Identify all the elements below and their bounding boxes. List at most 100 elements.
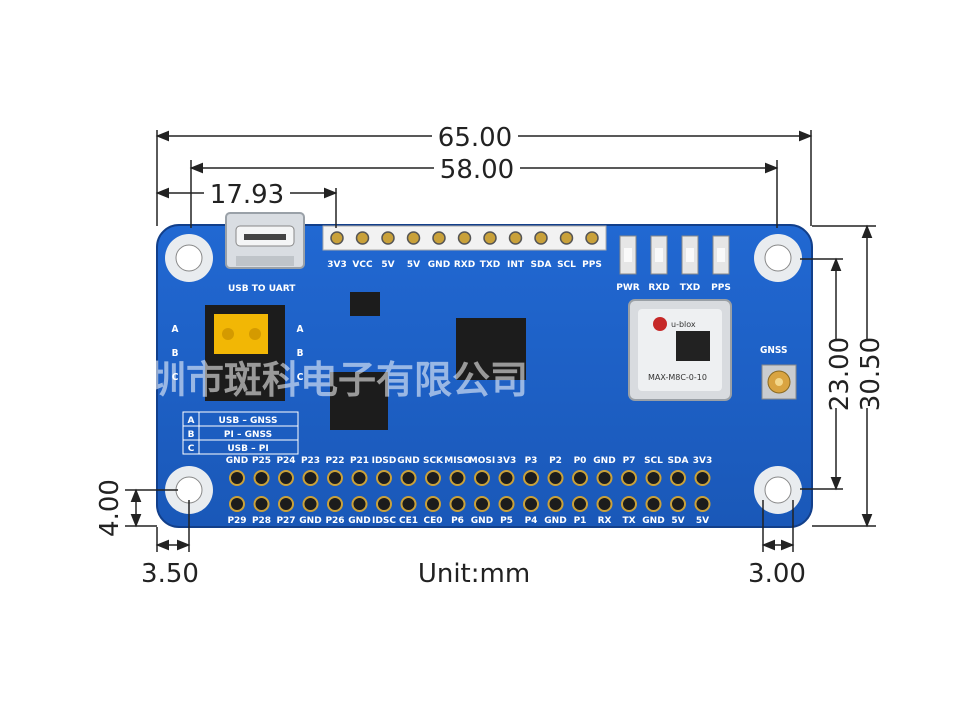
mode-table-value: USB – PI [227, 444, 268, 454]
dim-hole-spacing-width: 58.00 [440, 155, 514, 185]
mounting-hole-bottom-right [754, 466, 802, 514]
uart-chip [456, 318, 526, 380]
gpio-top-label: GND [593, 456, 615, 466]
gnss-module: u-blox MAX-M8C-0-10 [628, 299, 732, 401]
gpio-pin [621, 496, 637, 512]
dim-hole-from-left: 3.50 [141, 559, 199, 589]
gpio-bottom-label: 5V [696, 516, 709, 526]
usb-label: USB TO UART [228, 284, 296, 294]
mcu-chip [330, 372, 388, 430]
gpio-bottom-label: TX [622, 516, 635, 526]
gpio-pin [694, 470, 711, 486]
gpio-bottom-label: CE1 [399, 516, 418, 526]
gpio-pin [327, 470, 343, 486]
gpio-pin [596, 496, 613, 512]
gpio-top-label: SCK [423, 456, 444, 466]
micro-usb-connector [225, 212, 305, 269]
gpio-pin [302, 496, 319, 512]
mode-table-key: B [188, 430, 195, 440]
mounting-hole-top-right [754, 234, 802, 282]
top-header-label: 5V [407, 260, 420, 270]
dim-hole-spacing-height: 23.00 [825, 337, 855, 411]
top-header-pin [330, 231, 344, 245]
gpio-top-label: P0 [574, 456, 587, 466]
gpio-bottom-label: P4 [525, 516, 538, 526]
gpio-pin [572, 496, 588, 512]
gpio-pin [278, 496, 294, 512]
dim-hole-from-bottom: 4.00 [95, 479, 125, 537]
gpio-bottom-label: P28 [252, 516, 271, 526]
gpio-pin [523, 470, 539, 486]
gpio-top-label: P2 [549, 456, 562, 466]
gnss-label: GNSS [760, 345, 787, 356]
gpio-pin [670, 496, 686, 512]
gpio-pin [474, 470, 490, 486]
top-header-pin [457, 231, 472, 245]
gpio-pin [474, 496, 490, 512]
led-label: PWR [616, 283, 640, 293]
gpio-top-label: SCL [644, 456, 663, 466]
gpio-top-label: MISO [444, 456, 471, 466]
gpio-top-label: P3 [525, 456, 538, 466]
gpio-bottom-label: CE0 [423, 516, 442, 526]
gpio-pin [400, 496, 417, 512]
mode-table-value: PI – GNSS [224, 430, 272, 440]
mode-table-key: A [188, 416, 195, 426]
dimension-lines [125, 130, 876, 552]
top-header-pin [406, 231, 421, 245]
gpio-pin [229, 470, 245, 486]
gpio-pin [253, 496, 270, 512]
gpio-pin [376, 470, 392, 486]
gpio-pin [621, 470, 637, 486]
gpio-top-label: P25 [252, 456, 271, 466]
gpio-pin [498, 496, 515, 512]
mode-table-key: C [188, 444, 195, 454]
gpio-top-label: 3V3 [693, 456, 713, 466]
top-header-label: 5V [381, 260, 394, 270]
gpio-pin [351, 470, 368, 486]
jumper-row-label-right: A [297, 324, 304, 335]
gpio-top-label: P7 [623, 456, 636, 466]
gpio-pin [425, 496, 441, 512]
module-label: MAX-M8C-0-10 [648, 373, 707, 382]
top-header-pin [585, 231, 599, 245]
gpio-pin [449, 470, 466, 486]
gpio-top-label: P22 [325, 456, 344, 466]
jumper-block[interactable] [205, 305, 285, 401]
gpio-top-label: MOSI [469, 456, 495, 466]
top-header-pin [432, 231, 446, 245]
gpio-bottom-label: P1 [574, 516, 587, 526]
top-header-label: SDA [531, 260, 552, 270]
top-header-pin [483, 231, 497, 245]
jumper-row-label-left: B [172, 348, 179, 359]
top-header-pin [508, 231, 523, 245]
gpio-top-label: SDA [668, 456, 689, 466]
gpio-pin [302, 470, 319, 486]
gpio-bottom-label: GND [642, 516, 664, 526]
gpio-pin [523, 496, 539, 512]
top-header-label: INT [507, 260, 525, 270]
led-label: PPS [711, 283, 731, 293]
gpio-pin [596, 470, 613, 486]
watermark-text: 圳市斑科电子有限公司 [148, 358, 528, 402]
gpio-top-label: GND [397, 456, 419, 466]
gpio-bottom-label: IDSC [372, 516, 396, 526]
top-header-label: 3V3 [327, 260, 347, 270]
gpio-bottom-label: GND [471, 516, 493, 526]
top-header-pin [355, 231, 370, 245]
gpio-pin [351, 496, 368, 512]
gpio-bottom-label: P6 [451, 516, 464, 526]
gpio-pin [229, 496, 245, 512]
gpio-pin [425, 470, 441, 486]
top-header-label: VCC [352, 260, 373, 270]
gpio-top-label: P21 [350, 456, 369, 466]
gpio-top-label: P23 [301, 456, 320, 466]
top-header-label: TXD [480, 260, 501, 270]
mounting-hole-top-left [165, 234, 213, 282]
gpio-pin [498, 470, 515, 486]
